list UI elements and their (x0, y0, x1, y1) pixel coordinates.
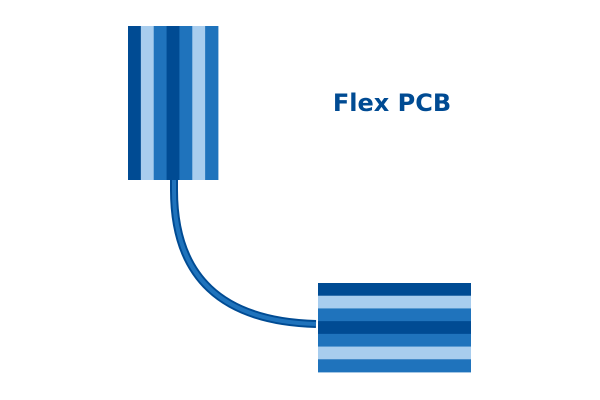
horizontal-connector-stripe (318, 321, 471, 335)
diagram-title: Flex PCB (333, 89, 451, 117)
horizontal-connector (318, 283, 471, 373)
vertical-connector-stripe (192, 26, 206, 180)
vertical-connector-stripe (140, 26, 155, 180)
vertical-connector-stripe (205, 26, 219, 180)
vertical-connector-stripe (179, 26, 193, 180)
flex-cable (170, 176, 317, 328)
horizontal-connector-stripe (318, 359, 471, 373)
horizontal-connector-stripe (318, 295, 471, 309)
vertical-connector-stripe (153, 26, 167, 180)
vertical-connector-stripe (128, 26, 142, 180)
horizontal-connector-stripe (318, 283, 471, 297)
horizontal-connector-stripe (318, 333, 471, 347)
horizontal-connector-stripe (318, 346, 471, 360)
horizontal-connector-stripe (318, 308, 471, 322)
vertical-connector-stripe (166, 26, 180, 180)
flex-cable-core (172, 176, 317, 326)
vertical-connector (128, 26, 219, 180)
